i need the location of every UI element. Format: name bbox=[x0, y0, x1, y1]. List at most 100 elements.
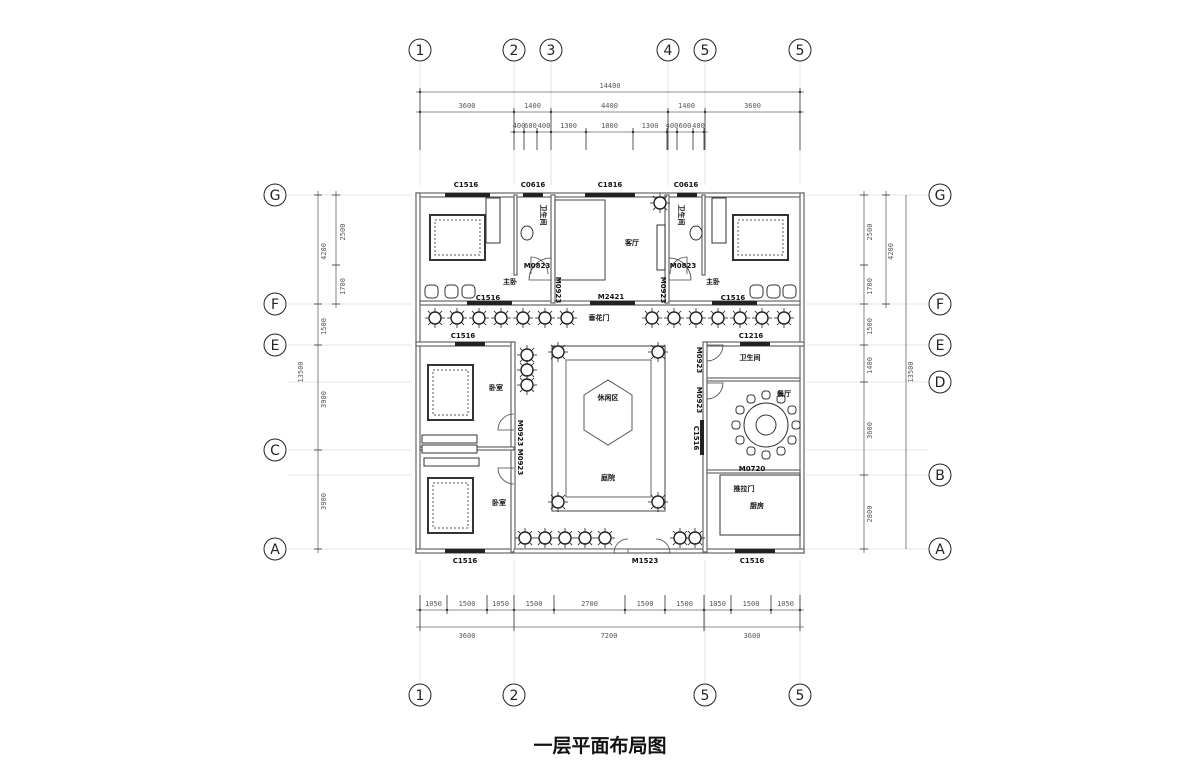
wardrobe bbox=[485, 197, 501, 244]
door-swing bbox=[530, 256, 549, 275]
dimension-tick bbox=[769, 608, 773, 612]
wall bbox=[701, 194, 706, 276]
dimension-text: 2500 bbox=[339, 224, 347, 241]
plant-leaf bbox=[710, 321, 715, 326]
dimension-text: 4200 bbox=[320, 243, 328, 260]
dimension-tick bbox=[691, 130, 695, 134]
plant-leaf bbox=[608, 541, 613, 546]
plant-leaf bbox=[528, 541, 533, 546]
bed-mattress bbox=[432, 482, 469, 529]
door-swing bbox=[668, 257, 692, 281]
plant-icon bbox=[598, 531, 612, 545]
room-label: 卧室 bbox=[489, 383, 503, 392]
plant-leaf bbox=[588, 530, 593, 535]
toilet-icon bbox=[689, 225, 703, 241]
plant-icon bbox=[516, 311, 530, 325]
plant-leaf bbox=[787, 310, 792, 315]
dimension-text: 1500 bbox=[320, 318, 328, 335]
plant-icon bbox=[651, 495, 665, 509]
dimension-tick bbox=[418, 90, 422, 94]
plant-leaf bbox=[570, 310, 575, 315]
window bbox=[740, 342, 770, 346]
plant-leaf bbox=[754, 310, 759, 315]
axis-label: 4 bbox=[664, 43, 673, 59]
plant-leaf bbox=[650, 344, 655, 349]
armchair bbox=[461, 284, 476, 299]
window bbox=[677, 193, 697, 197]
dimension-tick bbox=[549, 110, 553, 114]
dimension-text: 1500 bbox=[866, 318, 874, 335]
plant-leaf bbox=[672, 530, 677, 535]
plant-leaf bbox=[526, 321, 531, 326]
dimension-tick bbox=[485, 608, 489, 612]
wardrobe bbox=[421, 444, 478, 454]
plant-leaf bbox=[561, 344, 566, 349]
kitchen-counter bbox=[719, 474, 801, 536]
room-label: 餐厅 bbox=[776, 389, 791, 398]
axis-bubble bbox=[263, 183, 287, 207]
drawing-title: 一层平面布局图 bbox=[533, 734, 666, 757]
plant-leaf bbox=[677, 321, 682, 326]
plant-leaf bbox=[559, 321, 564, 326]
dimension-text: 13500 bbox=[297, 361, 305, 382]
plant-leaf bbox=[471, 321, 476, 326]
plant-leaf bbox=[687, 530, 692, 535]
plant-leaf bbox=[537, 310, 542, 315]
window bbox=[445, 193, 490, 197]
plant-leaf bbox=[568, 530, 573, 535]
room-label: 庭院 bbox=[601, 473, 615, 482]
plant-leaf bbox=[661, 494, 666, 499]
window bbox=[455, 342, 485, 346]
plant-leaf bbox=[482, 310, 487, 315]
dimension-text: 1700 bbox=[339, 278, 347, 295]
dimension-text: 1050 bbox=[709, 600, 726, 608]
dimension-text: 4200 bbox=[887, 243, 895, 260]
plant-icon bbox=[520, 378, 534, 392]
plant-leaf bbox=[743, 321, 748, 326]
opening-label: C1516 bbox=[721, 294, 746, 302]
plant-leaf bbox=[460, 310, 465, 315]
opening-label: M0923 bbox=[554, 277, 562, 304]
dimension-text: 2700 bbox=[581, 600, 598, 608]
toilet-icon bbox=[520, 225, 534, 241]
wall bbox=[415, 192, 421, 554]
plant-leaf bbox=[517, 530, 522, 535]
dimension-text: 1400 bbox=[524, 102, 541, 110]
plant-icon bbox=[653, 196, 667, 210]
axis-bubble bbox=[693, 683, 717, 707]
wall bbox=[706, 377, 801, 382]
dimension-tick bbox=[552, 608, 556, 612]
dimension-text: 400 bbox=[666, 122, 679, 130]
window bbox=[735, 549, 775, 553]
plant-leaf bbox=[519, 373, 524, 378]
window bbox=[585, 193, 635, 197]
opening-label: C1816 bbox=[598, 181, 623, 189]
door-swing bbox=[706, 344, 724, 362]
plant-icon bbox=[673, 531, 687, 545]
opening-label: C0616 bbox=[674, 181, 699, 189]
axis-bubble bbox=[408, 683, 432, 707]
plant-leaf bbox=[504, 310, 509, 315]
axis-bubble bbox=[502, 38, 526, 62]
axis-bubble bbox=[693, 38, 717, 62]
door-swing bbox=[528, 257, 552, 281]
plant-icon bbox=[520, 363, 534, 377]
door-swing bbox=[497, 413, 515, 431]
plant-leaf bbox=[427, 321, 432, 326]
axis-label: A bbox=[270, 542, 280, 558]
plant-icon bbox=[755, 311, 769, 325]
building-walls bbox=[415, 192, 805, 554]
plant-leaf bbox=[608, 530, 613, 535]
door-swing bbox=[706, 382, 724, 400]
plant-icon bbox=[551, 495, 565, 509]
dimension-tick bbox=[631, 130, 635, 134]
plant-leaf bbox=[698, 530, 703, 535]
axis-label: 2 bbox=[510, 688, 519, 704]
opening-label: M0923 bbox=[695, 347, 703, 374]
plant-icon bbox=[777, 311, 791, 325]
dimension-text: 3600 bbox=[459, 632, 476, 640]
armchair bbox=[782, 284, 797, 299]
plant-leaf bbox=[537, 541, 542, 546]
axis-label: 5 bbox=[796, 43, 805, 59]
